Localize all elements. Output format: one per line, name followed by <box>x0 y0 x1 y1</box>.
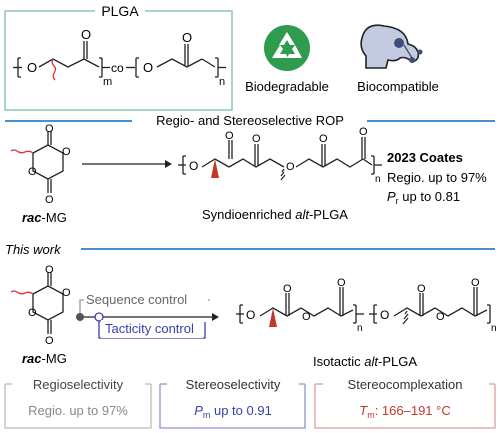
tacticity-control-label: Tacticity control <box>105 321 194 336</box>
svg-text:O: O <box>225 130 234 142</box>
svg-text:O: O <box>28 307 37 319</box>
regioselectivity-box: Regioselectivity Regio. up to 97% <box>4 377 152 429</box>
pla-carbonyl-o: O <box>81 27 91 42</box>
svg-text:O: O <box>337 277 346 289</box>
this-work-divider: This work <box>5 242 495 257</box>
biocompatible-badge: Biocompatible <box>357 24 439 94</box>
this-work-monomer: O O O O rac-MG <box>10 264 71 366</box>
this-work-label: This work <box>5 242 62 257</box>
svg-text:O: O <box>28 166 37 178</box>
isotactic-polymer: O O O O n O O O O n Isotactic alt-PLGA <box>236 277 497 369</box>
svg-text:O: O <box>45 335 54 347</box>
biodegradable-badge: Biodegradable <box>245 25 329 94</box>
svg-text:n: n <box>375 174 381 185</box>
svg-text:O: O <box>252 133 261 145</box>
molecule-dot <box>394 38 404 48</box>
stereoselectivity-box: Stereoselectivity Pm up to 0.91 <box>159 377 306 429</box>
svg-text:O: O <box>436 311 445 323</box>
svg-text:rac-MG: rac-MG <box>22 210 67 225</box>
plga-title-bg <box>95 3 145 19</box>
pga-n: n <box>219 76 225 88</box>
complex-value: Tm: 166–191 °C <box>359 403 451 420</box>
pga-carbonyl-o: O <box>182 30 192 45</box>
svg-text:O: O <box>45 264 54 276</box>
svg-text:O: O <box>380 308 389 322</box>
co-label: co <box>111 61 124 75</box>
pga-repeat-unit <box>126 44 226 78</box>
rop-divider: Regio- and Stereoselective ROP <box>5 113 495 128</box>
coates-pr: Pr up to 0.81 <box>387 189 460 206</box>
plga-panel: PLGA O O m co O O n <box>4 3 233 111</box>
svg-text:O: O <box>45 123 54 135</box>
svg-text:O: O <box>283 283 292 295</box>
branch-dot <box>76 313 84 321</box>
complex-title: Stereocomplexation <box>348 377 463 392</box>
svg-text:n: n <box>357 323 363 334</box>
svg-text:O: O <box>319 133 328 145</box>
red-wavy-bond <box>51 58 57 81</box>
regio-value: Regio. up to 97% <box>28 403 128 418</box>
head-icon <box>360 24 420 69</box>
biodegradable-label: Biodegradable <box>245 79 329 94</box>
prior-product-label: Syndioenriched alt-PLGA <box>202 207 348 222</box>
svg-text:O: O <box>189 159 198 173</box>
svg-text:O: O <box>471 277 480 289</box>
prior-monomer: O O O O rac-MG <box>10 123 71 225</box>
isotactic-product-label: Isotactic alt-PLGA <box>313 354 417 369</box>
pla-bracket-right <box>99 57 103 78</box>
svg-text:O: O <box>246 308 255 322</box>
stereocomplexation-box: Stereocomplexation Tm: 166–191 °C <box>314 377 496 429</box>
sequence-control-label: Sequence control <box>86 292 187 307</box>
stereo-title: Stereoselectivity <box>186 377 281 392</box>
pla-repeat-unit <box>13 41 110 81</box>
tacticity-dot <box>94 312 104 322</box>
this-work-arrow: Sequence control Tacticity control <box>76 290 219 339</box>
pga-o-atom: O <box>143 60 153 75</box>
recycle-icon <box>264 25 310 71</box>
svg-text:O: O <box>62 146 71 158</box>
plga-title: PLGA <box>101 3 139 19</box>
biocompatible-label: Biocompatible <box>357 79 439 94</box>
svg-text:O: O <box>45 194 54 206</box>
svg-text:rac-MG: rac-MG <box>22 351 67 366</box>
coates-regio: Regio. up to 97% <box>387 170 487 185</box>
svg-text:O: O <box>302 311 311 323</box>
coates-reference: 2023 Coates Regio. up to 97% Pr up to 0.… <box>387 150 487 206</box>
coates-title: 2023 Coates <box>387 150 463 165</box>
pla-o-atom: O <box>27 60 37 75</box>
prior-polymer: O O O O O O n Syndioenriched alt-PLGA <box>178 126 382 222</box>
svg-text:O: O <box>62 287 71 299</box>
svg-text:n: n <box>491 323 497 334</box>
recycle-arrows <box>272 32 302 58</box>
stereo-value: Pm up to 0.91 <box>194 403 272 420</box>
pla-m: m <box>103 76 112 88</box>
svg-text:O: O <box>359 126 368 138</box>
svg-text:O: O <box>286 161 295 173</box>
regio-title: Regioselectivity <box>33 377 124 392</box>
rop-title: Regio- and Stereoselective ROP <box>156 113 344 128</box>
svg-text:O: O <box>417 283 426 295</box>
